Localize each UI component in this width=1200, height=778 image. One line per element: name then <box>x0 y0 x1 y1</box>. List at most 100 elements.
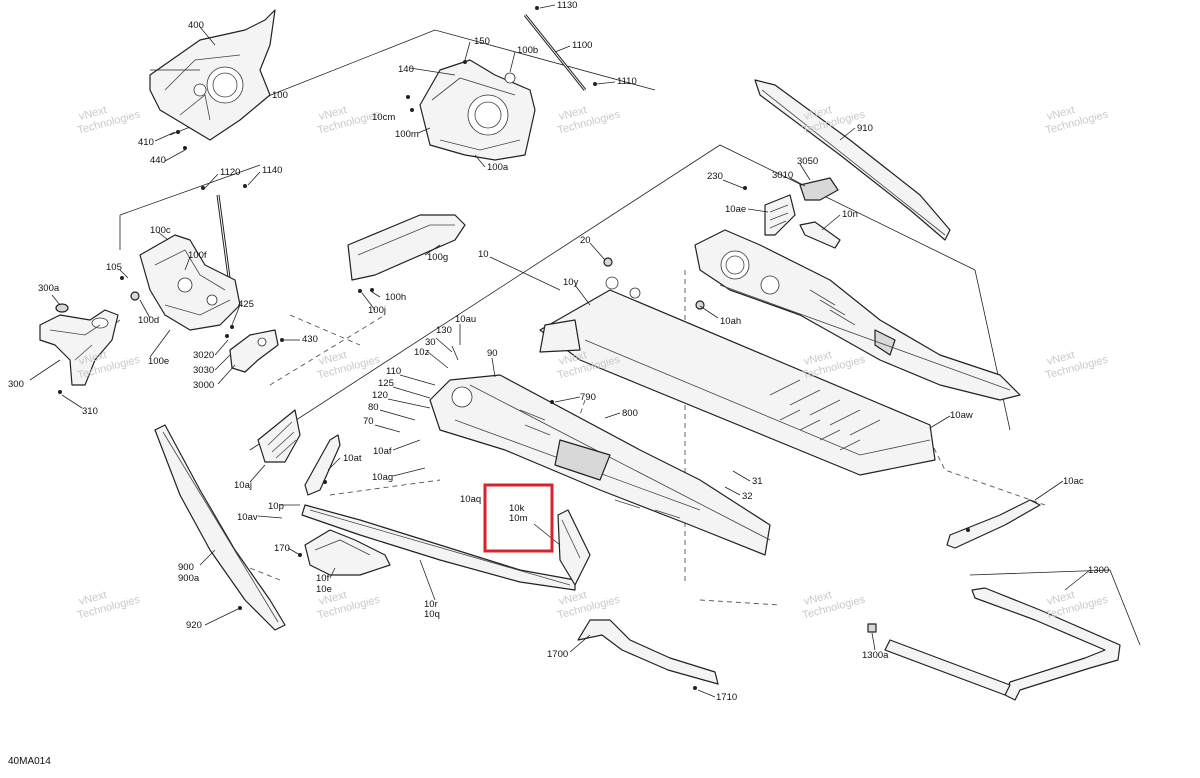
part-300-support <box>39 303 119 394</box>
callout-leaders <box>29 4 1091 698</box>
callout-label: 425 <box>238 299 254 310</box>
callout-label: 140 <box>398 64 414 75</box>
callout-label: 100a <box>487 162 509 173</box>
callout-label: 100m <box>395 129 419 140</box>
callout-label: 10z <box>414 347 430 358</box>
part-10at-bracket <box>304 434 341 496</box>
callout-label: 10 <box>478 249 489 260</box>
part-3000-bracket <box>225 325 284 373</box>
callout-label: 1700 <box>547 649 568 660</box>
callout-label: 230 <box>707 171 723 182</box>
part-1300-bumper <box>867 587 1121 701</box>
part-10ah-side-panel <box>694 229 1021 401</box>
callout-label: 10q <box>424 609 440 620</box>
callout-label: 80 <box>368 402 379 413</box>
part-1100-rod <box>523 6 597 91</box>
callout-label: 910 <box>857 123 873 134</box>
callout-label: 100j <box>368 305 386 316</box>
callout-labels: 400 410 440 100 140 150 100b 1130 1100 1… <box>8 0 1109 703</box>
callout-label: 1300a <box>862 650 889 661</box>
part-100a-bulkhead <box>406 59 536 161</box>
callout-label: 10ae <box>725 204 746 215</box>
callout-label: 30 <box>425 337 436 348</box>
callout-label: 3030 <box>193 365 214 376</box>
callout-label: 10aw <box>950 410 973 421</box>
callout-label: 100 <box>272 90 288 101</box>
callout-label: 150 <box>474 36 490 47</box>
callout-label: 10p <box>268 501 284 512</box>
part-10r-runner <box>301 504 576 591</box>
part-10aj-plate <box>257 409 301 463</box>
callout-label: 430 <box>302 334 318 345</box>
reference-code: 40MA014 <box>8 756 51 767</box>
callout-label-highlighted: 10k <box>509 503 525 514</box>
callout-label: 70 <box>363 416 374 427</box>
callout-label: 10n <box>842 209 858 220</box>
callout-label: 1140 <box>262 165 282 176</box>
callout-label: 10f <box>316 573 330 584</box>
highlight-box <box>483 483 554 553</box>
callout-label: 170 <box>274 543 290 554</box>
callout-label: 1710 <box>716 692 737 703</box>
callout-label: 10r <box>424 599 438 610</box>
callout-label: 790 <box>580 392 596 403</box>
callout-label-highlighted: 10m <box>509 513 528 524</box>
callout-label: 1100 <box>572 40 592 51</box>
callout-label: 1300 <box>1088 565 1109 576</box>
callout-label: 130 <box>436 325 452 336</box>
part-100c-bracket <box>120 234 241 331</box>
callout-label: 10at <box>343 453 362 464</box>
callout-label: 3050 <box>797 156 818 167</box>
part-10ae-bracket <box>743 186 796 236</box>
callout-label: 120 <box>372 390 388 401</box>
part-10ac-rail <box>946 499 1041 549</box>
callout-label: 10aj <box>234 480 252 491</box>
callout-label: 31 <box>752 476 763 487</box>
callout-label: 125 <box>378 378 394 389</box>
callout-label: 100g <box>427 252 448 263</box>
part-400-bulkhead <box>149 9 276 150</box>
callout-label: 20 <box>580 235 591 246</box>
callout-label: 300 <box>8 379 24 390</box>
callout-label: 3020 <box>193 350 214 361</box>
part-10f-bracket <box>298 529 391 576</box>
callout-label: 10cm <box>372 112 395 123</box>
callout-label: 900a <box>178 573 200 584</box>
callout-label: 10y <box>563 277 579 288</box>
callout-label: 100f <box>188 250 207 261</box>
callout-label: 900 <box>178 562 194 573</box>
callout-label: 100c <box>150 225 171 236</box>
callout-label: 800 <box>622 408 638 419</box>
callout-label: 1130 <box>557 0 577 11</box>
callout-label: 410 <box>138 137 154 148</box>
callout-label: 10aq <box>460 494 481 505</box>
part-3010-clip <box>799 177 839 201</box>
callout-label: 10au <box>455 314 476 325</box>
callout-label: 100e <box>148 356 169 367</box>
callout-label: 300a <box>38 283 60 294</box>
callout-label: 10ac <box>1063 476 1084 487</box>
part-10n-strip <box>799 221 841 249</box>
callout-label: 920 <box>186 620 202 631</box>
part-1700-bar <box>577 619 719 690</box>
callout-label: 10ah <box>720 316 741 327</box>
callout-label: 3010 <box>772 170 793 181</box>
callout-label: 10ag <box>372 472 393 483</box>
callout-label: 110 <box>386 366 401 377</box>
part-10-tunnel-side <box>429 374 771 556</box>
callout-label: 105 <box>106 262 122 273</box>
callout-label: 90 <box>487 348 498 359</box>
callout-label: 3000 <box>193 380 214 391</box>
part-910-rail <box>754 79 951 241</box>
callout-label: 10e <box>316 584 332 595</box>
callout-label: 32 <box>742 491 753 502</box>
callout-label: 100d <box>138 315 159 326</box>
callout-label: 440 <box>150 155 166 166</box>
part-10m-gusset <box>557 509 591 586</box>
callout-label: 1120 <box>220 167 240 178</box>
callout-label: 100h <box>385 292 406 303</box>
callout-label: 310 <box>82 406 98 417</box>
part-900-rail <box>154 424 286 631</box>
